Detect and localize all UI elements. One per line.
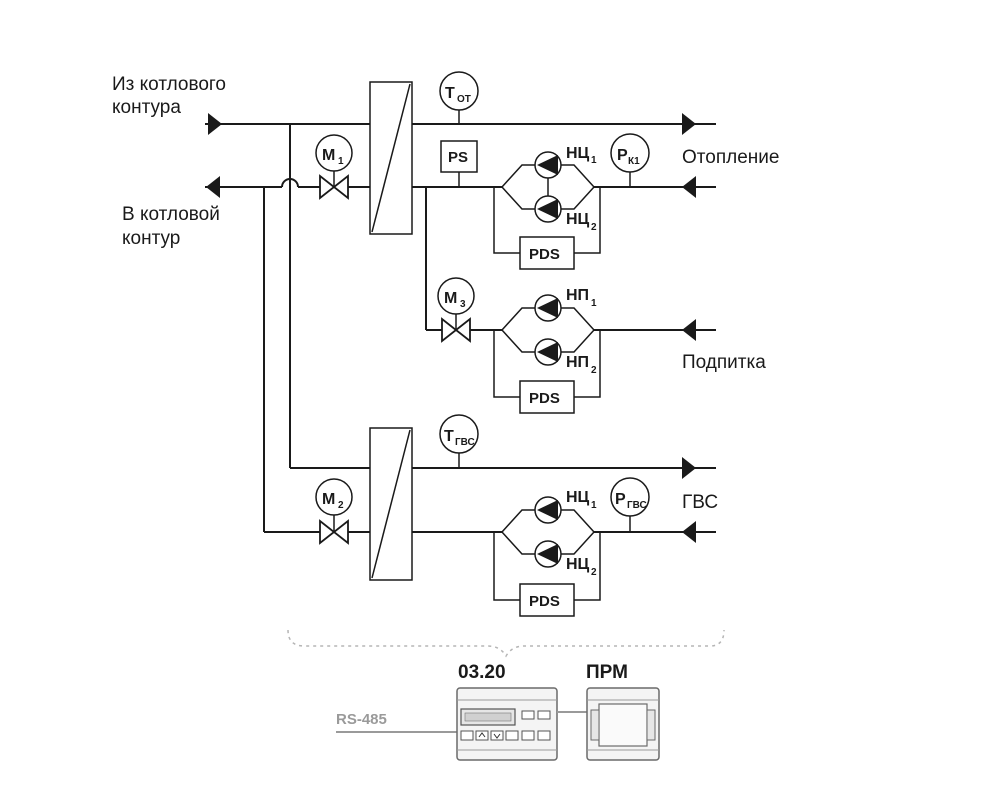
heat-exchanger-dhw (369, 427, 413, 581)
svg-text:P: P (615, 491, 626, 508)
pump-group-dhw: PDS НЦ 1 НЦ 2 (493, 489, 601, 617)
controller-up-button (475, 730, 489, 741)
svg-text:T: T (444, 428, 454, 445)
arrow-return-out (206, 176, 220, 198)
label-from-boiler-1: Из котлового (112, 74, 226, 95)
svg-text:ОТ: ОТ (457, 94, 471, 105)
svg-text:PDS: PDS (529, 246, 560, 263)
svg-text:НЦ: НЦ (566, 489, 590, 506)
svg-text:НЦ: НЦ (566, 145, 590, 162)
svg-text:НП: НП (566, 287, 589, 304)
label-dhw: ГВС (682, 492, 718, 513)
label-makeup: Подпитка (682, 352, 766, 373)
valve-m1 (319, 171, 349, 200)
svg-text:НЦ: НЦ (566, 556, 590, 573)
pressure-switch-ps: PS (440, 140, 478, 187)
rs485-link: RS-485 (336, 711, 457, 733)
pressure-sensor-dhw: P ГВС (610, 477, 650, 532)
arrow-dhw-out (682, 457, 696, 479)
label-from-boiler-2: контура (112, 97, 181, 118)
valve-m3 (441, 314, 471, 343)
temperature-sensor-dhw: T ГВС (439, 414, 479, 468)
control-bracket (287, 629, 725, 658)
actuator-m2: M 2 (315, 478, 353, 516)
arrow-makeup-in (682, 319, 696, 341)
svg-text:03.20: 03.20 (458, 662, 506, 683)
svg-text:M: M (444, 290, 457, 307)
svg-text:2: 2 (591, 567, 597, 578)
pump-group-makeup: PDS НП 1 НП 2 (493, 287, 601, 414)
controller-0320: 03.20 (456, 662, 558, 761)
arrow-dhw-in (682, 521, 696, 543)
svg-text:2: 2 (591, 365, 597, 376)
label-heating: Отопление (682, 147, 779, 168)
temperature-sensor-heating: T ОТ (439, 71, 479, 124)
svg-text:M: M (322, 491, 335, 508)
svg-text:ГВС: ГВС (627, 500, 647, 511)
module-prm: ПРМ (586, 662, 660, 761)
pump-group-heating: PDS НЦ 1 НЦ 2 (493, 145, 601, 270)
pressure-sensor-k1: P К1 (610, 133, 650, 187)
svg-text:M: M (322, 147, 335, 164)
svg-text:1: 1 (338, 156, 344, 167)
label-to-boiler-1: В котловой (122, 204, 220, 225)
svg-text:НП: НП (566, 354, 589, 371)
actuator-m1: M 1 (315, 134, 353, 172)
svg-text:ПРМ: ПРМ (586, 662, 628, 683)
svg-text:НЦ: НЦ (566, 211, 590, 228)
arrow-heating-in (682, 176, 696, 198)
label-to-boiler-2: контур (122, 228, 180, 249)
svg-text:ГВС: ГВС (455, 437, 475, 448)
actuator-m3: M 3 (437, 277, 475, 315)
svg-text:PDS: PDS (529, 390, 560, 407)
svg-text:T: T (445, 85, 455, 102)
arrow-heating-out (682, 113, 696, 135)
svg-text:PDS: PDS (529, 593, 560, 610)
flow-arrows (206, 113, 696, 543)
svg-text:P: P (617, 147, 628, 164)
svg-text:2: 2 (591, 222, 597, 233)
valve-m2 (319, 515, 349, 545)
svg-text:1: 1 (591, 155, 597, 166)
arrow-supply-in (208, 113, 222, 135)
svg-text:RS-485: RS-485 (336, 711, 387, 728)
svg-text:PS: PS (448, 149, 468, 166)
svg-text:3: 3 (460, 299, 466, 310)
svg-text:К1: К1 (628, 156, 640, 167)
svg-text:2: 2 (338, 500, 344, 511)
svg-text:1: 1 (591, 500, 597, 511)
heat-exchanger-heating (369, 81, 413, 235)
controller-down-button (490, 730, 504, 741)
svg-text:1: 1 (591, 298, 597, 309)
